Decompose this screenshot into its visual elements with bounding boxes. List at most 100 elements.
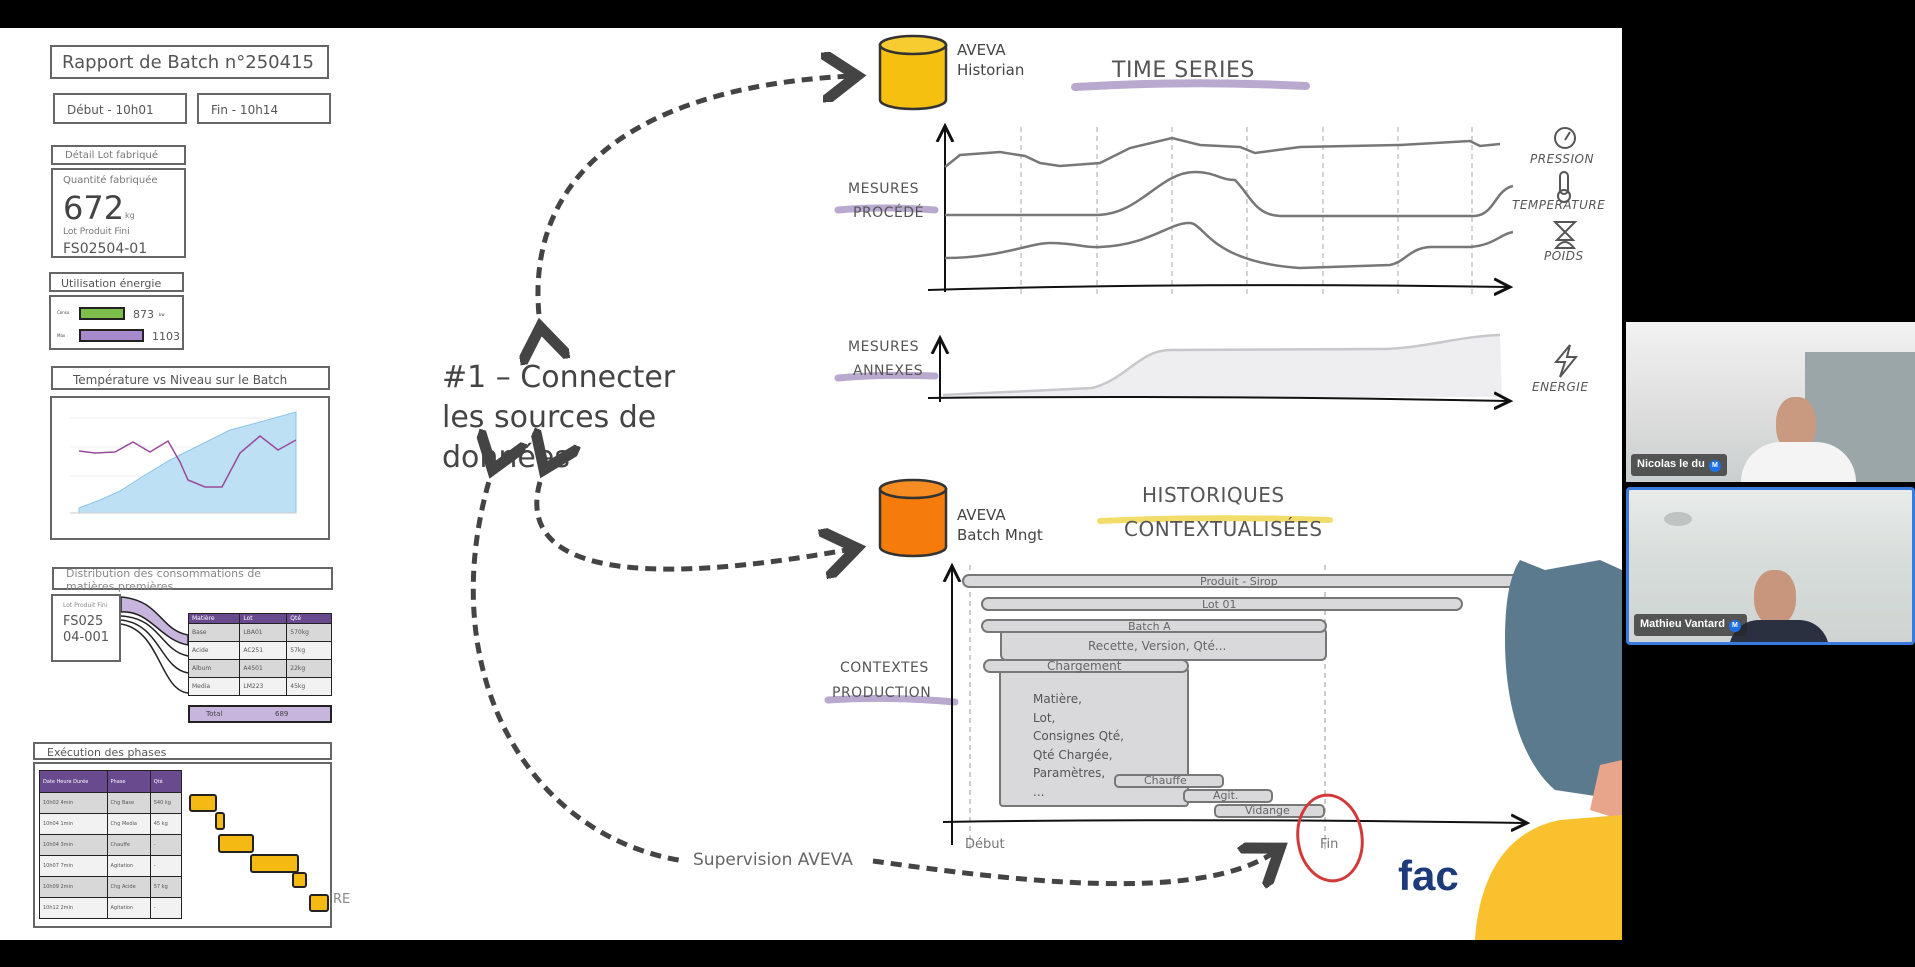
time-series-chart (927, 127, 1514, 295)
mesures-annexes-2: Annexes (853, 363, 924, 379)
time-series-underline (1071, 79, 1310, 91)
col-phase: Phase (106, 770, 151, 793)
cell: 22kg (286, 659, 332, 678)
participant-badge: M (1728, 620, 1741, 632)
cell: - (149, 897, 183, 919)
batch-database-icon (878, 478, 948, 558)
pression-line (944, 136, 1501, 168)
bar-label-batch: Batch A (1128, 620, 1171, 633)
supervision-label: Supervision AVEVA (693, 850, 853, 870)
cell: 10h02 4min (39, 792, 108, 814)
dist-lot-value: FS025 04-001 (63, 614, 110, 645)
cell: Acide (187, 641, 241, 660)
col-date: Date Heure Durée (39, 770, 108, 793)
batch-label-1: AVEVA (957, 506, 1006, 524)
historiques-title-1: Historiques (1142, 483, 1285, 507)
matiere-line: Qté Chargée, (1033, 747, 1113, 762)
bar-label-agit: Agit. (1213, 789, 1239, 802)
cell: 570kg (286, 623, 332, 642)
distribution-ribbons (120, 596, 189, 694)
bar-chargement (983, 659, 1189, 673)
temperature-label: Temperature (1512, 198, 1606, 212)
mesures-procede-2: Procédé (853, 205, 924, 221)
phases-header: Exécution des phases (47, 746, 167, 759)
company-logo: fac (1398, 852, 1459, 899)
matiere-line: Paramètres, (1033, 766, 1106, 780)
energy-value-conso: 873 (133, 308, 154, 321)
phase-gantt (189, 794, 329, 912)
energy-card (49, 295, 184, 350)
cell: 10h04 1min (39, 813, 108, 835)
cell: 540 kg (149, 792, 183, 814)
energie-label: Energie (1532, 380, 1589, 394)
start-time: Début - 10h01 (67, 103, 154, 117)
cell: Base (187, 623, 241, 642)
cell: AC251 (239, 641, 288, 660)
matiere-line: Matière, (1033, 692, 1082, 706)
dist-lot-label: Lot Produit Fini (63, 602, 108, 609)
dist-total: Total 689 (188, 705, 332, 723)
temp-chart-box (50, 396, 330, 540)
cell: Chauffe (106, 834, 151, 856)
cell: - (149, 834, 183, 856)
energy-header: Utilisation énergie (61, 277, 162, 290)
debut-label: Début (965, 837, 1005, 852)
cell: 57kg (286, 641, 332, 660)
participant-face (1754, 570, 1796, 625)
report-title: Rapport de Batch n°250415 (62, 52, 314, 73)
cell: Chg Base (106, 792, 151, 814)
col-lot: Lot (239, 613, 288, 624)
bar-chauffe (1114, 774, 1224, 788)
energy-bar-conso (79, 307, 125, 320)
arrow-historian (538, 76, 852, 332)
participant-body (1741, 442, 1856, 482)
bar-label-chargement: Chargement (1047, 659, 1122, 673)
arrow-to-fin (872, 851, 1276, 884)
cell: 45kg (286, 677, 332, 696)
matiere-line: ... (1033, 784, 1045, 799)
historiques-title-2: Contextualisées (1124, 517, 1323, 541)
temp-header-box: Température vs Niveau sur le Batch (51, 366, 330, 390)
arrow-batch (537, 465, 852, 569)
ceiling-light (1664, 512, 1692, 526)
bar-vidange (1214, 804, 1325, 818)
historian-label-2: Historian (957, 61, 1025, 79)
contextes-label-2: Production (832, 685, 932, 701)
gauge-icon (1554, 127, 1576, 149)
bar-label-recette: Recette, Version, Qté... (1088, 639, 1227, 653)
contextes-underline (824, 694, 959, 706)
cell: LM223 (239, 677, 288, 696)
bar-label-produit: Produit - Sirop (1200, 575, 1278, 588)
fin-label: Fin (1320, 837, 1339, 852)
temperature-level-chart (70, 411, 297, 514)
scale-icon (1552, 221, 1578, 249)
matiere-line: Lot, (1033, 710, 1056, 725)
annexes-underline (834, 371, 939, 382)
report-title-box: Rapport de Batch n°250415 (50, 45, 329, 79)
energy-area (943, 335, 1502, 397)
participant-badge: M (1708, 460, 1721, 472)
arrow-supervision (470, 465, 685, 864)
cell: Agitation (106, 897, 151, 919)
col-qte: Qté (286, 613, 332, 624)
phases-box (33, 762, 332, 928)
temp-header: Température vs Niveau sur le Batch (73, 373, 288, 387)
poids-line (944, 221, 1514, 270)
cell: 45 kg (149, 813, 183, 835)
end-time: Fin - 10h14 (211, 103, 279, 117)
historian-database-icon (878, 34, 948, 111)
bar-batch (981, 619, 1327, 633)
lightning-icon (1553, 344, 1579, 378)
